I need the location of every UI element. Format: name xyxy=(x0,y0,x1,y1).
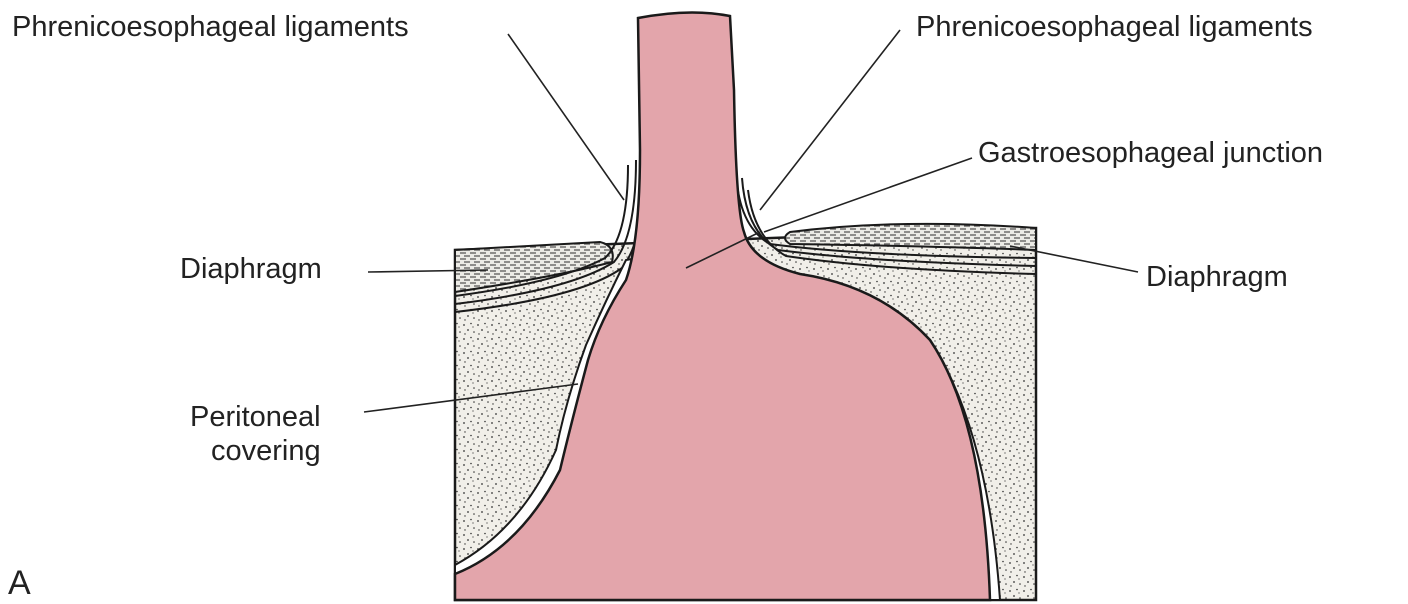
leader-gej xyxy=(764,158,972,232)
label-peritoneal-line2: covering xyxy=(190,434,321,468)
label-peritoneal-line1: Peritoneal xyxy=(190,400,321,434)
label-phrenicoesophageal-right: Phrenicoesophageal ligaments xyxy=(916,10,1313,44)
label-peritoneal-covering: Peritoneal covering xyxy=(190,400,321,468)
panel-letter: A xyxy=(8,566,31,600)
label-gastroesophageal-junction: Gastroesophageal junction xyxy=(978,136,1323,170)
label-diaphragm-right: Diaphragm xyxy=(1146,260,1288,294)
label-phrenicoesophageal-left: Phrenicoesophageal ligaments xyxy=(12,10,409,44)
leader-ligament-left xyxy=(508,34,624,200)
label-diaphragm-left: Diaphragm xyxy=(180,252,322,286)
leader-ligament-right xyxy=(760,30,900,210)
